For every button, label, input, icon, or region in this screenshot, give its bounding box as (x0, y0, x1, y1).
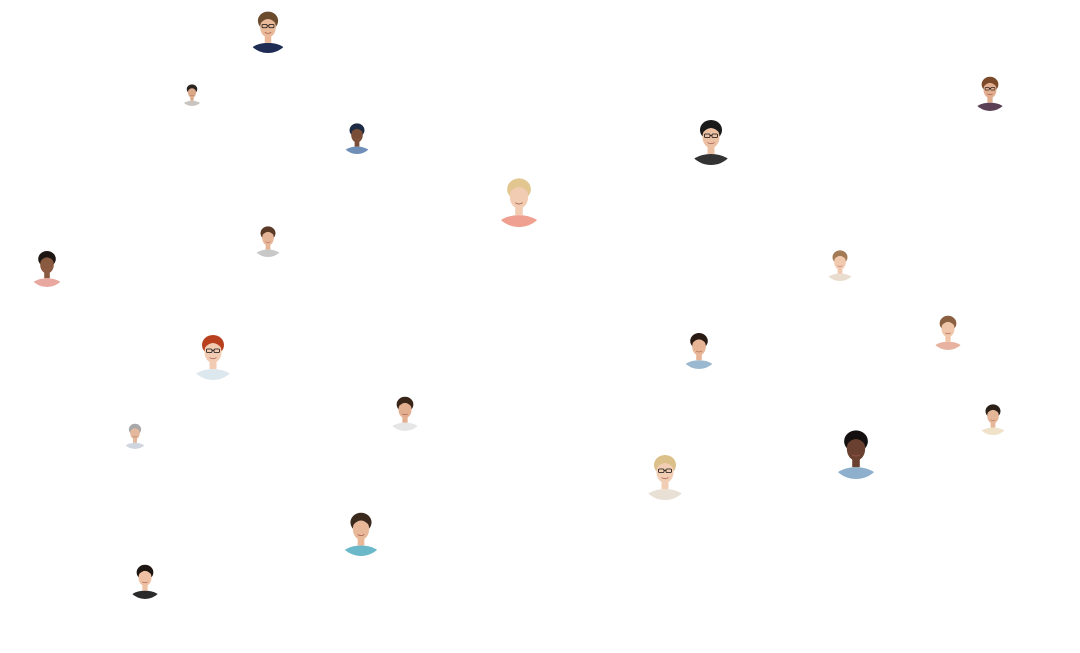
avatar[interactable] (679, 329, 719, 369)
avatar[interactable] (337, 508, 385, 556)
avatar[interactable] (492, 173, 546, 227)
avatar[interactable] (386, 393, 424, 431)
avatar[interactable] (976, 401, 1010, 435)
avatar-portrait (27, 247, 67, 287)
avatar[interactable] (251, 223, 285, 257)
avatar-portrait (180, 82, 204, 106)
avatar-portrait (971, 73, 1009, 111)
avatar-portrait (126, 561, 164, 599)
avatar-portrait (337, 508, 385, 556)
avatar[interactable] (180, 82, 204, 106)
avatar[interactable] (27, 247, 67, 287)
avatar[interactable] (121, 421, 149, 449)
avatar[interactable] (971, 73, 1009, 111)
avatar[interactable] (929, 312, 967, 350)
avatar-portrait (823, 247, 857, 281)
avatar-portrait (686, 115, 736, 165)
avatar-portrait (251, 223, 285, 257)
avatar-portrait (976, 401, 1010, 435)
avatar-portrait (640, 450, 690, 500)
avatar[interactable] (245, 7, 291, 53)
avatar[interactable] (686, 115, 736, 165)
avatar-portrait (245, 7, 291, 53)
avatar[interactable] (640, 450, 690, 500)
avatar-portrait (492, 173, 546, 227)
avatar-portrait (340, 120, 374, 154)
avatar[interactable] (823, 247, 857, 281)
avatar-portrait (679, 329, 719, 369)
avatar-portrait (188, 330, 238, 380)
avatar[interactable] (126, 561, 164, 599)
avatar[interactable] (829, 425, 883, 479)
avatar-portrait (121, 421, 149, 449)
avatar-portrait (929, 312, 967, 350)
avatar-portrait (386, 393, 424, 431)
avatar[interactable] (188, 330, 238, 380)
avatar-portrait (829, 425, 883, 479)
avatar[interactable] (340, 120, 374, 154)
